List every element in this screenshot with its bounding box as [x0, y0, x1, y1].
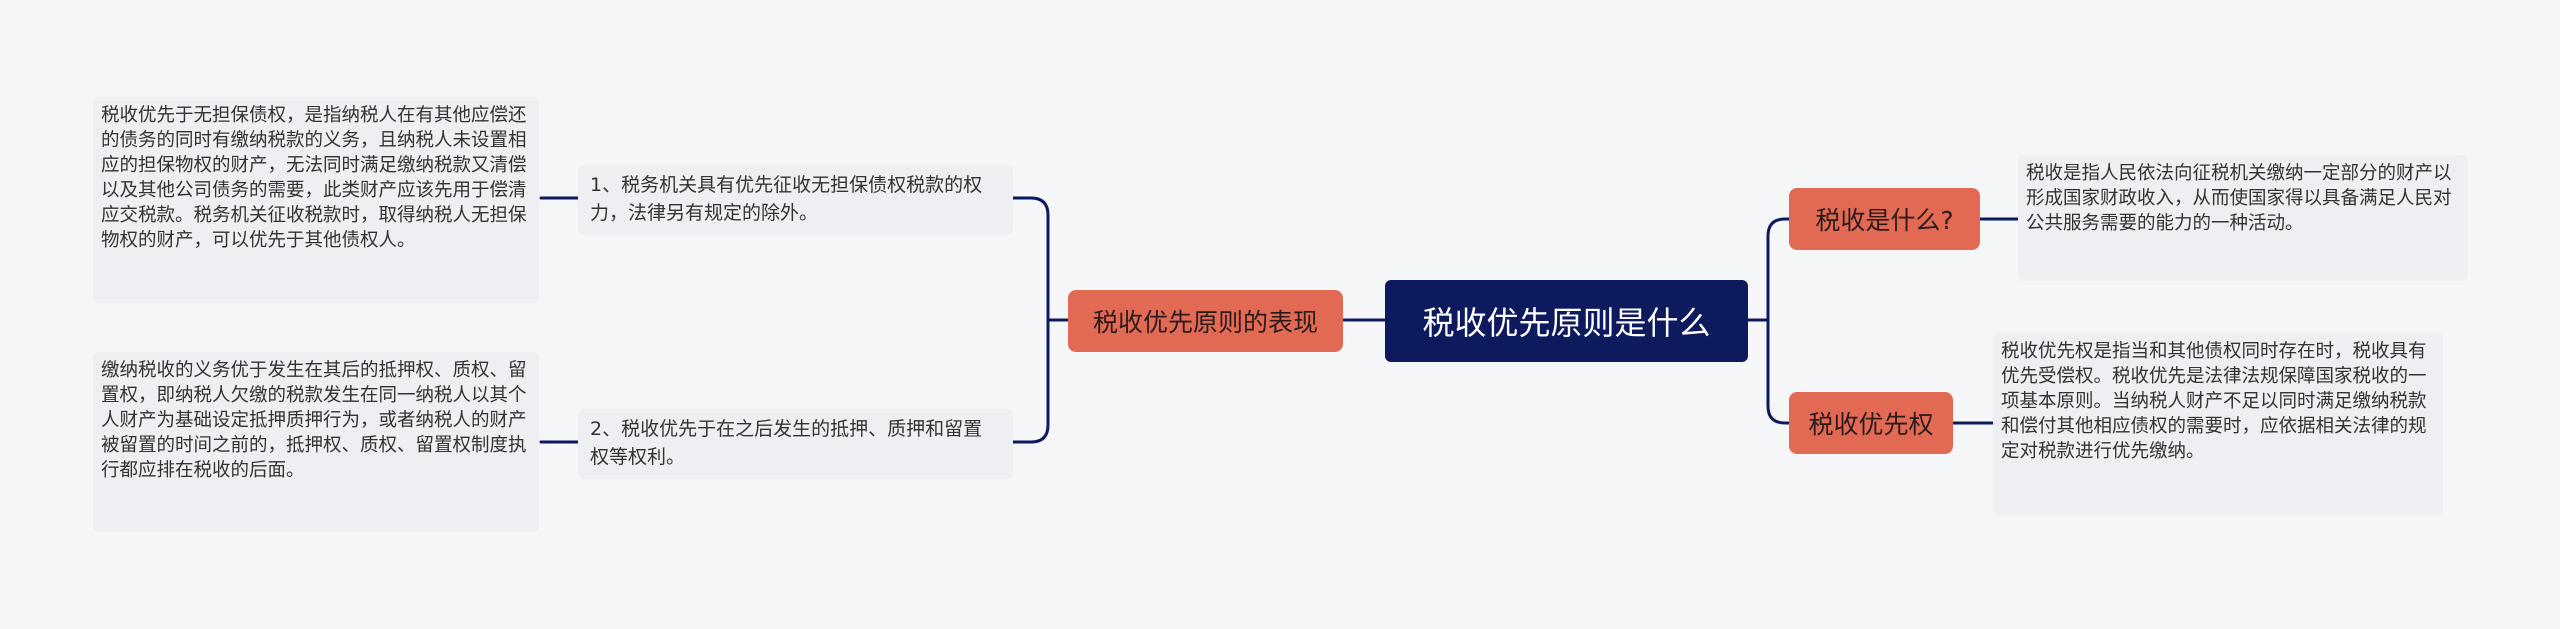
left-item-1[interactable]: 1、税务机关具有优先征收无担保债权税款的权力，法律另有规定的除外。	[578, 165, 1013, 235]
branch-right-2-label: 税收优先权	[1808, 410, 1934, 439]
right-item-1-detail-text: 税收是指人民依法向征税机关缴纳一定部分的财产以形成国家财政收入，从而使国家得以具…	[2026, 163, 2452, 234]
branch-left-label: 税收优先原则的表现	[1092, 308, 1318, 337]
branch-right-tax-priority[interactable]: 税收优先权	[1789, 392, 1953, 454]
connector-right-fork	[1766, 217, 1791, 425]
left-item-2-detail-text: 缴纳税收的义务优于发生在其后的抵押权、质权、留置权，即纳税人欠缴的税款发生在同一…	[101, 360, 527, 481]
root-node[interactable]: 税收优先原则是什么	[1385, 280, 1748, 362]
right-item-2-detail[interactable]: 税收优先权是指当和其他债权同时存在时，税收具有优先受偿权。税收优先是法律法规保障…	[1993, 333, 2443, 515]
branch-left-performance[interactable]: 税收优先原则的表现	[1068, 290, 1343, 352]
branch-right-what-is-tax[interactable]: 税收是什么?	[1789, 188, 1980, 250]
left-item-2[interactable]: 2、税收优先于在之后发生的抵押、质押和留置权等权利。	[578, 409, 1013, 479]
root-label: 税收优先原则是什么	[1422, 304, 1711, 342]
left-item-1-detail-text: 税收优先于无担保债权，是指纳税人在有其他应偿还的债务的同时有缴纳税款的义务，且纳…	[101, 105, 527, 251]
left-item-1-label: 1、税务机关具有优先征收无担保债权税款的权力，法律另有规定的除外。	[590, 174, 983, 224]
left-item-2-label: 2、税收优先于在之后发生的抵押、质押和留置权等权利。	[590, 418, 983, 468]
branch-right-1-label: 税收是什么?	[1815, 206, 1954, 235]
left-item-2-detail[interactable]: 缴纳税收的义务优于发生在其后的抵押权、质权、留置权，即纳税人欠缴的税款发生在同一…	[93, 352, 539, 532]
right-item-2-detail-text: 税收优先权是指当和其他债权同时存在时，税收具有优先受偿权。税收优先是法律法规保障…	[2001, 341, 2427, 462]
connector-left-fork	[1011, 196, 1050, 444]
right-item-1-detail[interactable]: 税收是指人民依法向征税机关缴纳一定部分的财产以形成国家财政收入，从而使国家得以具…	[2018, 155, 2468, 281]
left-item-1-detail[interactable]: 税收优先于无担保债权，是指纳税人在有其他应偿还的债务的同时有缴纳税款的义务，且纳…	[93, 97, 539, 303]
